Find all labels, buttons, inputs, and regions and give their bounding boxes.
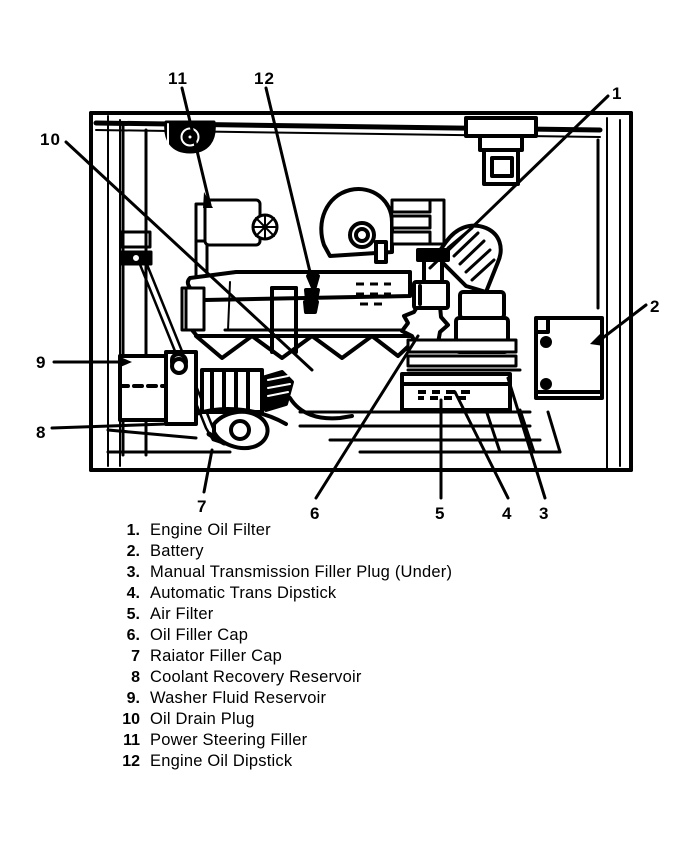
legend-item-7: 7 Raiator Filler Cap — [0, 646, 620, 667]
hood-latch-bracket — [464, 116, 538, 186]
legend-label: Engine Oil Dipstick — [150, 752, 293, 770]
legend-label: Power Steering Filler — [150, 731, 308, 749]
legend-number: 6. — [126, 627, 140, 644]
engine-bay-diagram: 1 2 3 4 5 6 7 8 9 10 11 12 — [36, 69, 661, 523]
legend-item-9: 9. Washer Fluid Reservoir — [0, 688, 620, 709]
leader-12 — [264, 86, 312, 274]
legend-item-8: 8 Coolant Recovery Reservoir — [0, 667, 620, 688]
callout-10: 10 — [40, 130, 61, 149]
leader-3 — [506, 376, 547, 500]
callout-1: 1 — [612, 84, 623, 103]
power-steering-reservoir — [194, 198, 279, 247]
legend-item-1: 1. Engine Oil Filter — [0, 520, 620, 541]
legend-label: Air Filter — [150, 605, 214, 623]
leader-4 — [453, 390, 510, 500]
coolant-recovery-reservoir — [164, 350, 198, 426]
alternator-fins — [390, 198, 446, 246]
callout-4: 4 — [502, 504, 513, 523]
callout-2: 2 — [650, 297, 661, 316]
legend-label: Manual Transmission Filler Plug (Under) — [150, 563, 453, 581]
leader-lines — [50, 86, 648, 500]
arrowhead-2 — [590, 334, 604, 346]
legend-number: 3. — [126, 564, 140, 581]
legend-number: 10 — [122, 711, 140, 728]
engine-block-wavy-edge — [194, 334, 417, 360]
frame-inner-lines — [107, 115, 621, 469]
legend-label: Raiator Filler Cap — [150, 647, 282, 665]
leader-2 — [598, 303, 648, 342]
leader-1 — [428, 94, 610, 270]
callout-11: 11 — [168, 69, 188, 88]
legend-number: 8 — [131, 669, 140, 686]
engine-bay-drawing — [50, 86, 648, 500]
radiator-upper-tank — [270, 286, 298, 354]
legend-label: Automatic Trans Dipstick — [150, 584, 337, 602]
legend-label: Engine Oil Filter — [150, 521, 271, 539]
legend-label: Oil Filler Cap — [150, 626, 249, 644]
callout-9: 9 — [36, 353, 47, 372]
legend-item-10: 10 Oil Drain Plug — [0, 709, 620, 730]
legend-item-12: 12 Engine Oil Dipstick — [0, 751, 620, 772]
battery — [534, 316, 604, 400]
legend-list: 1. Engine Oil Filter 2. Battery 3. Manua… — [0, 520, 697, 810]
callout-6: 6 — [310, 504, 321, 523]
legend-item-11: 11 Power Steering Filler — [0, 730, 620, 751]
left-lower-bracket — [106, 428, 232, 454]
legend-number: 9. — [126, 690, 140, 707]
legend-item-2: 2. Battery — [0, 541, 620, 562]
legend-number: 11 — [123, 732, 140, 749]
valve-cover-end-cap — [180, 286, 206, 332]
block-shading-marks — [356, 282, 391, 306]
callout-3: 3 — [539, 504, 550, 523]
leader-7 — [202, 448, 214, 494]
legend-label: Oil Drain Plug — [150, 710, 255, 728]
engine-oil-dipstick — [303, 270, 320, 314]
legend-label: Washer Fluid Reservoir — [150, 689, 327, 707]
accessory-stack — [406, 338, 522, 372]
reservoir-hose — [194, 407, 288, 426]
legend-item-5: 5. Air Filter — [0, 604, 620, 625]
radiator-filler-neck — [200, 368, 264, 414]
legend-number: 12 — [122, 753, 140, 770]
legend-item-4: 4. Automatic Trans Dipstick — [0, 583, 620, 604]
leader-10 — [64, 140, 314, 372]
radiator-cap-bracket — [212, 409, 270, 451]
legend-number: 7 — [131, 648, 140, 665]
engine-oil-filter — [412, 248, 450, 310]
arrowhead-11 — [203, 192, 213, 208]
legend-label: Battery — [150, 542, 204, 560]
arrowhead-9 — [118, 356, 132, 368]
engine-bay-frame — [89, 111, 633, 472]
leader-11 — [180, 86, 212, 207]
left-shock-tower — [119, 230, 153, 266]
callout-5: 5 — [435, 504, 446, 523]
alternator-assembly — [319, 187, 394, 264]
legend-number: 1. — [126, 522, 140, 539]
legend-item-3: 3. Manual Transmission Filler Plug (Unde… — [0, 562, 620, 583]
legend-item-6: 6. Oil Filler Cap — [0, 625, 620, 646]
legend-number: 4. — [126, 585, 140, 602]
valve-cover-left-detail — [227, 281, 231, 331]
transmission-bellhousing — [484, 408, 562, 454]
legend-number: 2. — [126, 543, 140, 560]
washer-fluid-reservoir — [118, 354, 168, 422]
radiator-lower-hose — [288, 396, 354, 421]
leader-8 — [50, 422, 168, 430]
legend-label: Coolant Recovery Reservoir — [150, 668, 362, 686]
air-filter-label-marks — [418, 390, 470, 400]
legend-number: 5. — [126, 606, 140, 623]
callout-8: 8 — [36, 423, 47, 442]
radiator-cap — [260, 370, 294, 412]
leader-6 — [314, 334, 420, 500]
callout-12: 12 — [254, 69, 275, 88]
leader-arrowheads — [118, 192, 604, 368]
callout-7: 7 — [197, 497, 208, 516]
